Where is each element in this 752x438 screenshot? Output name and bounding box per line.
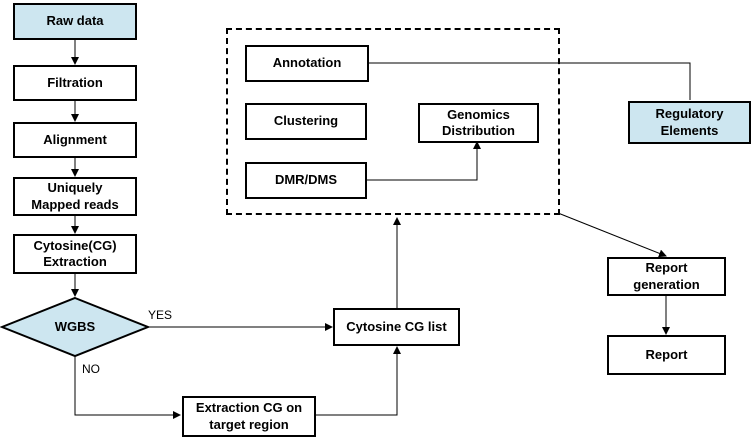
annotation-node: Annotation [245, 45, 369, 82]
uniquely-mapped-node: Uniquely Mapped reads [13, 177, 137, 216]
edge-dmr-genomics [367, 141, 481, 181]
wgbs-decision-label: WGBS [54, 319, 96, 334]
extraction-target-node: Extraction CG on target region [182, 396, 316, 437]
report-generation-node: Report generation [607, 257, 726, 296]
yes-label: YES [148, 308, 173, 322]
genomics-distribution-node: Genomics Distribution [418, 103, 539, 143]
edge-extraction-list [316, 346, 401, 416]
edge-wgbs-no [74, 356, 181, 419]
no-label: NO [82, 362, 100, 376]
alignment-node: Alignment [13, 122, 137, 158]
dmr-dms-node: DMR/DMS [245, 162, 367, 199]
cytosine-list-node: Cytosine CG list [333, 308, 460, 346]
raw-data-node: Raw data [13, 3, 137, 40]
regulatory-elements-node: Regulatory Elements [628, 101, 751, 144]
clustering-node: Clustering [245, 103, 367, 140]
cytosine-extraction-node: Cytosine(CG) Extraction [13, 234, 137, 274]
analysis-group [226, 28, 560, 215]
edge-group-report-generation [557, 212, 667, 258]
filtration-node: Filtration [13, 65, 137, 101]
report-node: Report [607, 335, 726, 375]
edge-annotation-regulatory [369, 62, 691, 100]
